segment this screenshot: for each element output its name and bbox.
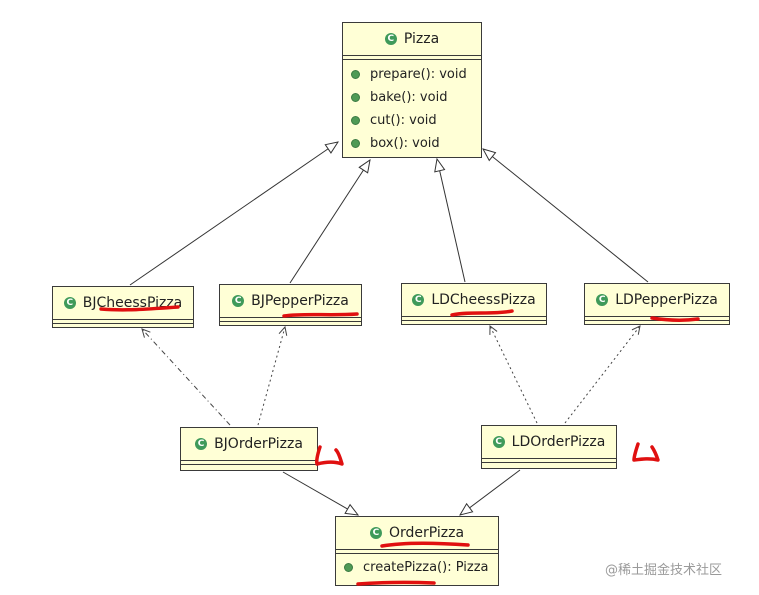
- class-icon: C: [384, 33, 397, 45]
- class-name: LDCheessPizza: [431, 292, 536, 308]
- ldpepper-extends-pizza: [483, 149, 649, 283]
- class-header: C BJPepperPizza: [220, 285, 361, 317]
- ldorder-uses-ldpepper: [564, 325, 641, 424]
- class-icon: C: [492, 436, 505, 448]
- class-name: OrderPizza: [388, 525, 465, 541]
- methods-compartment: [220, 321, 361, 325]
- class-bjpepperpizza[interactable]: C BJPepperPizza: [219, 284, 362, 326]
- class-header: C LDOrderPizza: [482, 426, 616, 458]
- bjpepper-extends-pizza: [289, 160, 370, 284]
- class-header: C LDPepperPizza: [585, 284, 729, 316]
- ldorder-uses-ldcheess: [489, 324, 538, 424]
- methods-compartment: createPizza(): Pizza: [336, 553, 498, 581]
- class-header: C BJCheessPizza: [53, 287, 193, 319]
- class-icon: C: [195, 438, 208, 450]
- class-icon: C: [412, 294, 425, 306]
- class-header: C OrderPizza: [336, 517, 498, 549]
- attributes-compartment: [482, 458, 616, 462]
- public-method-icon: [344, 563, 353, 572]
- class-bjorderpizza[interactable]: C BJOrderPizza: [180, 427, 318, 471]
- methods-compartment: [181, 464, 317, 468]
- class-header: C BJOrderPizza: [181, 428, 317, 460]
- class-ldorderpizza[interactable]: C LDOrderPizza: [481, 425, 617, 469]
- method-item: bake(): void: [343, 86, 481, 109]
- class-name: Pizza: [403, 31, 440, 47]
- methods-compartment: prepare(): void bake(): void cut(): void…: [343, 59, 481, 157]
- bjorder-uses-bjcheess: [141, 328, 231, 426]
- class-ldpepperpizza[interactable]: C LDPepperPizza: [584, 283, 730, 325]
- ldcheess-extends-pizza: [437, 159, 466, 283]
- methods-compartment: [402, 320, 546, 324]
- class-header: C Pizza: [343, 23, 481, 55]
- class-name: LDPepperPizza: [615, 292, 718, 308]
- bjorder-uses-bjpepper: [257, 325, 288, 426]
- ldorder-extends-orderpizza: [460, 469, 521, 515]
- class-bjcheesspizza[interactable]: C BJCheessPizza: [52, 286, 194, 328]
- class-pizza[interactable]: C Pizza prepare(): void bake(): void cut(…: [342, 22, 482, 158]
- watermark: @稀土掘金技术社区: [605, 563, 723, 578]
- class-name: LDOrderPizza: [511, 434, 606, 450]
- attributes-compartment: [181, 460, 317, 464]
- class-name: BJPepperPizza: [251, 293, 349, 309]
- class-icon: C: [63, 297, 76, 309]
- public-method-icon: [351, 93, 360, 102]
- attributes-compartment: [53, 319, 193, 323]
- methods-compartment: [53, 323, 193, 327]
- attributes-compartment: [343, 55, 481, 59]
- class-header: C LDCheessPizza: [402, 284, 546, 316]
- class-orderpizza[interactable]: C OrderPizza createPizza(): Pizza: [335, 516, 499, 586]
- bjcheess-extends-pizza: [129, 142, 338, 286]
- class-icon: C: [596, 294, 609, 306]
- public-method-icon: [351, 116, 360, 125]
- public-method-icon: [351, 70, 360, 79]
- class-icon: C: [232, 295, 245, 307]
- method-item: box(): void: [343, 132, 481, 155]
- public-method-icon: [351, 139, 360, 148]
- method-item: cut(): void: [343, 109, 481, 132]
- class-icon: C: [369, 527, 382, 539]
- bjorder-extends-orderpizza: [282, 471, 358, 515]
- class-name: BJCheessPizza: [82, 295, 183, 311]
- methods-compartment: [585, 320, 729, 324]
- method-item: createPizza(): Pizza: [336, 556, 498, 579]
- attributes-compartment: [336, 549, 498, 553]
- class-name: BJOrderPizza: [214, 436, 303, 452]
- method-item: prepare(): void: [343, 63, 481, 86]
- methods-compartment: [482, 462, 616, 466]
- class-ldcheesspizza[interactable]: C LDCheessPizza: [401, 283, 547, 325]
